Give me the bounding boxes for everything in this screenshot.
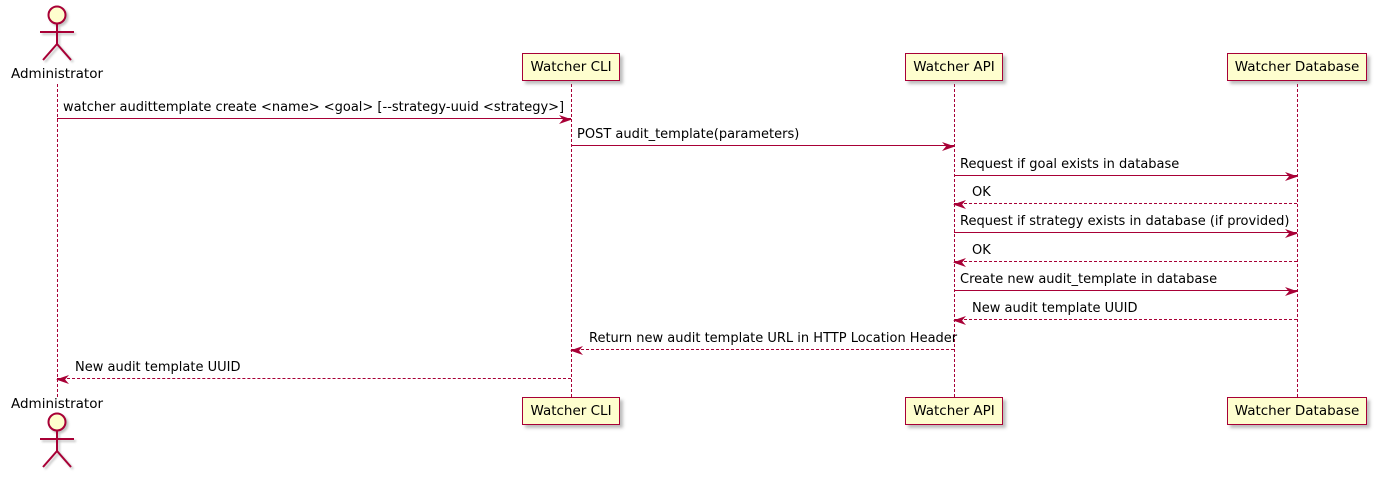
message-line bbox=[57, 378, 571, 379]
participant-watcher-api-bottom: Watcher API bbox=[905, 397, 1003, 425]
message-request-strategy-exists: Request if strategy exists in database (… bbox=[954, 214, 1298, 238]
arrowhead-left-icon bbox=[953, 316, 966, 325]
arrowhead-left-icon bbox=[953, 200, 966, 209]
message-post-audit-template: POST audit_template(parameters) bbox=[571, 127, 955, 151]
message-line bbox=[954, 175, 1297, 176]
message-label: New audit template UUID bbox=[75, 360, 241, 375]
message-line bbox=[954, 290, 1297, 291]
participant-watcher-api-top: Watcher API bbox=[905, 53, 1003, 81]
message-label: Request if goal exists in database bbox=[960, 157, 1180, 172]
arrowhead-right-icon bbox=[1285, 172, 1298, 181]
message-line bbox=[954, 261, 1297, 262]
message-line bbox=[57, 118, 571, 119]
message-label: OK bbox=[972, 185, 991, 200]
participant-watcher-cli-bottom: Watcher CLI bbox=[522, 397, 620, 425]
message-new-uuid-to-admin: New audit template UUID bbox=[56, 360, 571, 384]
message-strategy-ok: OK bbox=[953, 243, 1297, 267]
message-label: Request if strategy exists in database (… bbox=[960, 214, 1290, 229]
message-new-uuid-from-db: New audit template UUID bbox=[953, 301, 1297, 325]
actor-label-administrator-bottom: Administrator bbox=[10, 396, 104, 412]
message-goal-ok: OK bbox=[953, 185, 1297, 209]
arrowhead-left-icon bbox=[56, 375, 69, 384]
arrowhead-right-icon bbox=[942, 142, 955, 151]
message-cli-create-command: watcher audittemplate create <name> <goa… bbox=[57, 100, 572, 124]
message-line bbox=[571, 145, 954, 146]
message-line bbox=[954, 232, 1297, 233]
participant-watcher-database-bottom: Watcher Database bbox=[1227, 397, 1367, 425]
message-create-audit-template-db: Create new audit_template in database bbox=[954, 272, 1298, 296]
actor-icon-administrator-top bbox=[40, 5, 74, 61]
message-label: OK bbox=[972, 243, 991, 258]
message-label: Create new audit_template in database bbox=[960, 272, 1218, 287]
arrowhead-right-icon bbox=[1285, 229, 1298, 238]
arrowhead-right-icon bbox=[1285, 287, 1298, 296]
lifeline-watcher-api bbox=[954, 84, 955, 397]
message-line bbox=[954, 319, 1297, 320]
message-label: POST audit_template(parameters) bbox=[577, 127, 800, 142]
arrowhead-left-icon bbox=[953, 258, 966, 267]
message-label: Return new audit template URL in HTTP Lo… bbox=[589, 331, 958, 346]
message-label: watcher audittemplate create <name> <goa… bbox=[63, 100, 565, 115]
arrowhead-right-icon bbox=[559, 115, 572, 124]
message-label: New audit template UUID bbox=[972, 301, 1138, 316]
lifeline-watcher-cli bbox=[571, 84, 572, 397]
participant-watcher-database-top: Watcher Database bbox=[1227, 53, 1367, 81]
actor-icon-administrator-bottom bbox=[40, 412, 74, 468]
lifeline-administrator bbox=[57, 84, 58, 397]
message-line bbox=[571, 349, 954, 350]
message-line bbox=[954, 203, 1297, 204]
lifeline-watcher-database bbox=[1297, 84, 1298, 397]
message-request-goal-exists: Request if goal exists in database bbox=[954, 157, 1298, 181]
arrowhead-left-icon bbox=[570, 346, 583, 355]
message-return-url-location-header: Return new audit template URL in HTTP Lo… bbox=[570, 331, 958, 355]
actor-label-administrator-top: Administrator bbox=[10, 66, 104, 82]
participant-watcher-cli-top: Watcher CLI bbox=[522, 53, 620, 81]
